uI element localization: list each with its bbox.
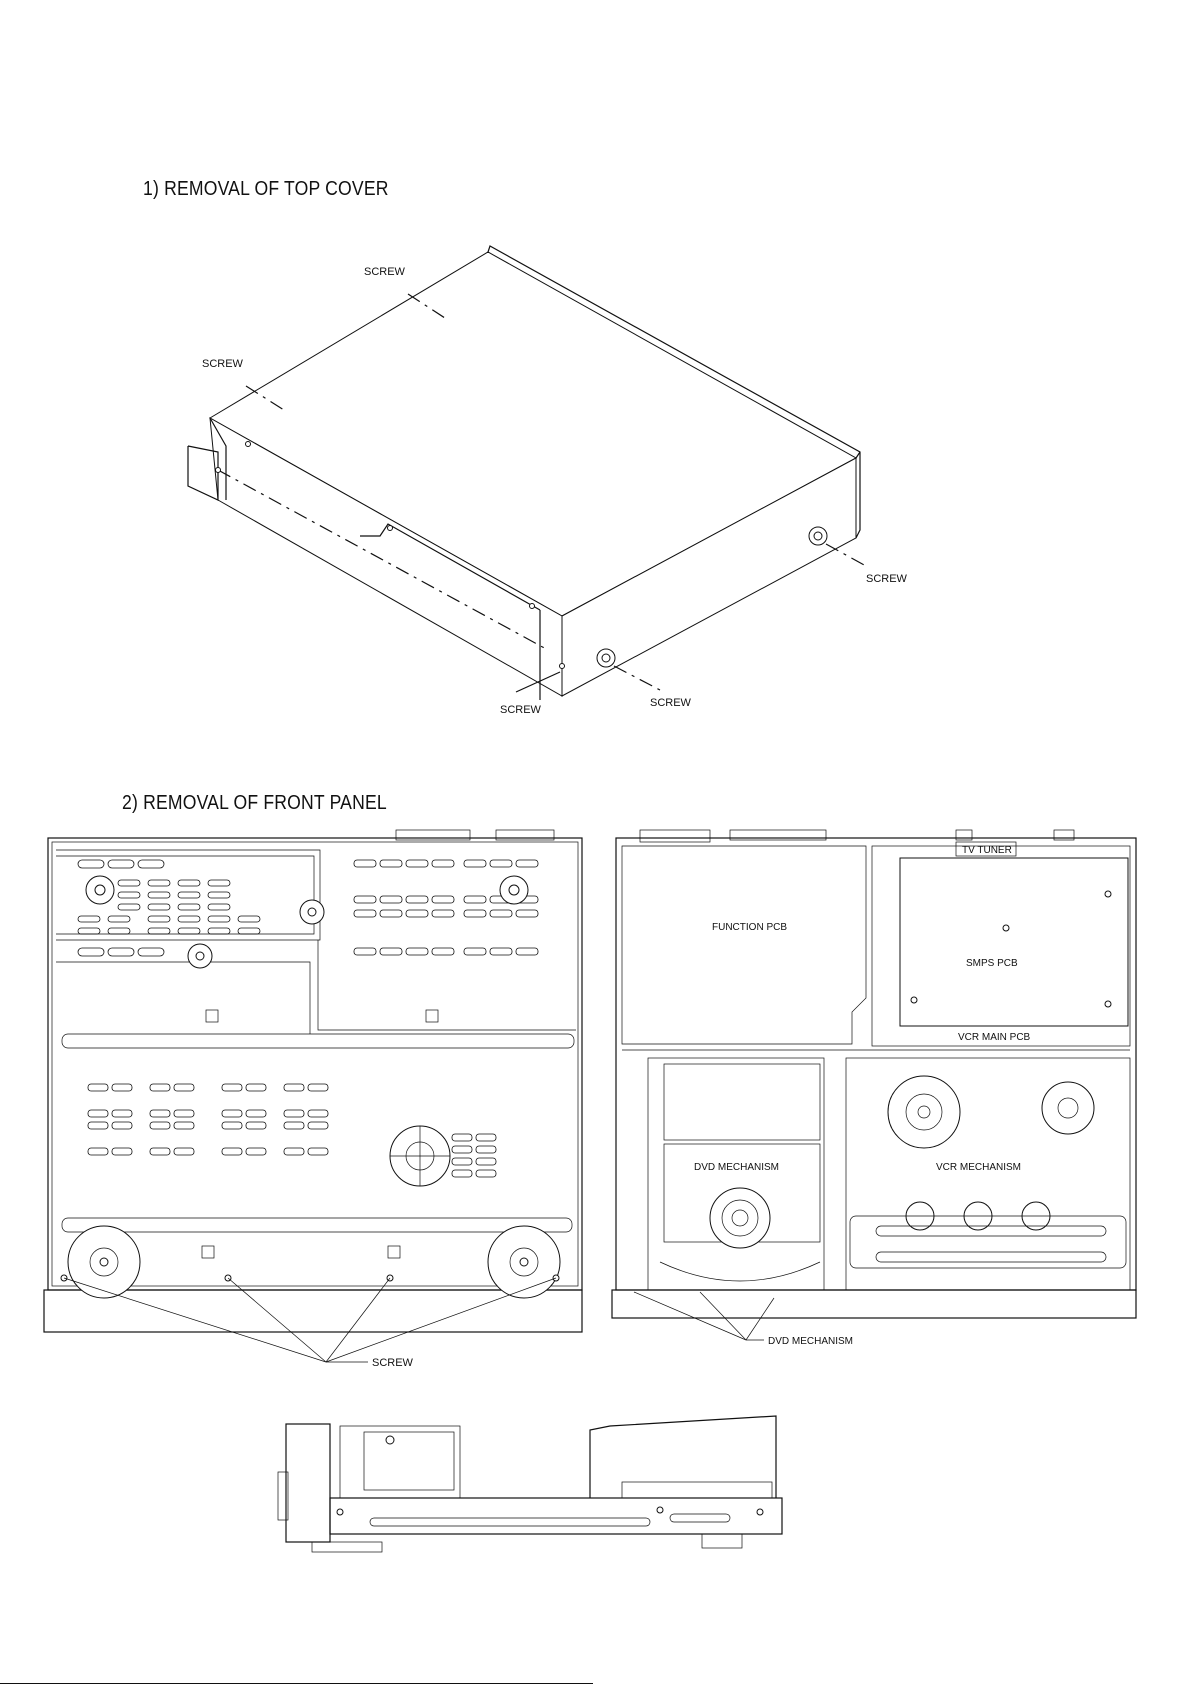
top-internal-view: TV TUNER FUNCTION PCB SMPS PCB VCR MAIN … xyxy=(612,830,1136,1347)
screw-label-front: SCREW xyxy=(500,704,542,716)
smps-pcb-label: SMPS PCB xyxy=(966,958,1018,969)
footer-rule xyxy=(0,1683,593,1684)
side-view-figure xyxy=(278,1416,782,1552)
screw-label-left: SCREW xyxy=(202,358,244,370)
bottom-view-figure: SCREW xyxy=(44,830,582,1369)
bottom-screw-label: SCREW xyxy=(372,1357,414,1369)
vcr-mechanism-label: VCR MECHANISM xyxy=(936,1162,1021,1173)
screw-label-top: SCREW xyxy=(364,266,406,278)
screw-label-rear: SCREW xyxy=(866,573,908,585)
top-cover-figure: SCREW SCREW SCREW SCREW SCREW xyxy=(188,246,908,716)
screw-label-side: SCREW xyxy=(650,697,692,709)
vcr-main-pcb-label: VCR MAIN PCB xyxy=(958,1032,1031,1043)
dvd-mechanism-callout: DVD MECHANISM xyxy=(768,1336,853,1347)
tv-tuner-label: TV TUNER xyxy=(962,845,1012,856)
dvd-mechanism-label: DVD MECHANISM xyxy=(694,1162,779,1173)
function-pcb-label: FUNCTION PCB xyxy=(712,922,787,933)
